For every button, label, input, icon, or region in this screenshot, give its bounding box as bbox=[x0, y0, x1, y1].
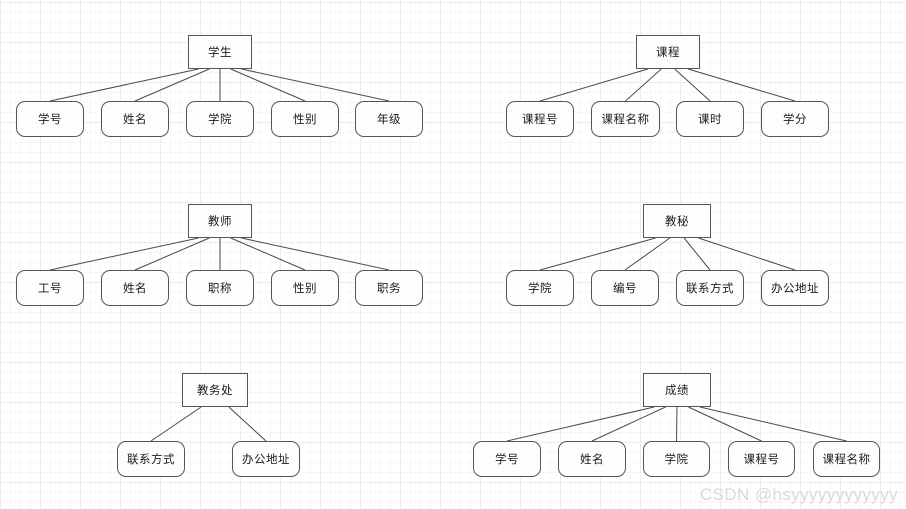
edge-teacher-0 bbox=[49, 237, 199, 271]
edge-teacher-3 bbox=[230, 237, 306, 271]
attribute-node-course-2[interactable]: 课时 bbox=[676, 101, 744, 137]
attribute-node-academic-affairs-1[interactable]: 办公地址 bbox=[232, 441, 300, 477]
attribute-node-secretary-2[interactable]: 联系方式 bbox=[676, 270, 744, 306]
attribute-node-score-3[interactable]: 课程号 bbox=[728, 441, 795, 477]
edge-secretary-2 bbox=[683, 237, 711, 271]
edge-academic-affairs-1 bbox=[228, 406, 267, 442]
attribute-node-score-0[interactable]: 学号 bbox=[473, 441, 541, 477]
attribute-node-student-3[interactable]: 性别 bbox=[271, 101, 339, 137]
edge-student-3 bbox=[230, 68, 306, 102]
attribute-node-course-0[interactable]: 课程号 bbox=[506, 101, 574, 137]
entity-node-score[interactable]: 成绩 bbox=[643, 373, 711, 407]
edge-teacher-1 bbox=[134, 237, 210, 271]
attribute-node-teacher-4[interactable]: 职务 bbox=[355, 270, 423, 306]
edge-score-0 bbox=[506, 406, 655, 442]
edge-score-4 bbox=[699, 406, 847, 442]
edge-score-2 bbox=[676, 406, 678, 442]
attribute-node-score-1[interactable]: 姓名 bbox=[558, 441, 626, 477]
attribute-node-teacher-0[interactable]: 工号 bbox=[16, 270, 84, 306]
attribute-node-teacher-2[interactable]: 职称 bbox=[186, 270, 254, 306]
edge-course-2 bbox=[674, 68, 711, 102]
entity-node-secretary[interactable]: 教秘 bbox=[643, 204, 711, 238]
edge-teacher-4 bbox=[241, 237, 390, 271]
edge-secretary-3 bbox=[698, 237, 796, 271]
attribute-node-score-4[interactable]: 课程名称 bbox=[813, 441, 880, 477]
attribute-node-secretary-3[interactable]: 办公地址 bbox=[761, 270, 829, 306]
edge-course-3 bbox=[688, 68, 796, 102]
edge-academic-affairs-0 bbox=[150, 406, 202, 442]
edge-score-1 bbox=[591, 406, 666, 442]
entity-node-student[interactable]: 学生 bbox=[188, 35, 252, 69]
attribute-node-teacher-1[interactable]: 姓名 bbox=[101, 270, 169, 306]
edge-course-0 bbox=[539, 68, 648, 102]
attribute-node-student-2[interactable]: 学院 bbox=[186, 101, 254, 137]
attribute-node-score-2[interactable]: 学院 bbox=[643, 441, 710, 477]
edge-secretary-1 bbox=[624, 237, 671, 271]
attribute-node-student-4[interactable]: 年级 bbox=[355, 101, 423, 137]
edge-student-0 bbox=[49, 68, 199, 102]
attribute-node-course-1[interactable]: 课程名称 bbox=[591, 101, 660, 137]
attribute-node-course-3[interactable]: 学分 bbox=[761, 101, 829, 137]
watermark-label: CSDN @hsyyyyyyyyyyyy bbox=[699, 485, 898, 504]
attribute-node-secretary-0[interactable]: 学院 bbox=[506, 270, 574, 306]
attribute-node-student-1[interactable]: 姓名 bbox=[101, 101, 169, 137]
entity-node-teacher[interactable]: 教师 bbox=[188, 204, 252, 238]
edge-secretary-0 bbox=[539, 237, 656, 271]
attribute-node-student-0[interactable]: 学号 bbox=[16, 101, 84, 137]
edge-course-1 bbox=[625, 68, 662, 102]
attribute-node-teacher-3[interactable]: 性别 bbox=[271, 270, 339, 306]
attribute-node-secretary-1[interactable]: 编号 bbox=[591, 270, 659, 306]
entity-node-academic-affairs[interactable]: 教务处 bbox=[182, 373, 248, 407]
edge-student-1 bbox=[134, 68, 210, 102]
edge-student-4 bbox=[241, 68, 390, 102]
attribute-node-academic-affairs-0[interactable]: 联系方式 bbox=[117, 441, 185, 477]
entity-node-course[interactable]: 课程 bbox=[636, 35, 700, 69]
edge-score-3 bbox=[688, 406, 762, 442]
